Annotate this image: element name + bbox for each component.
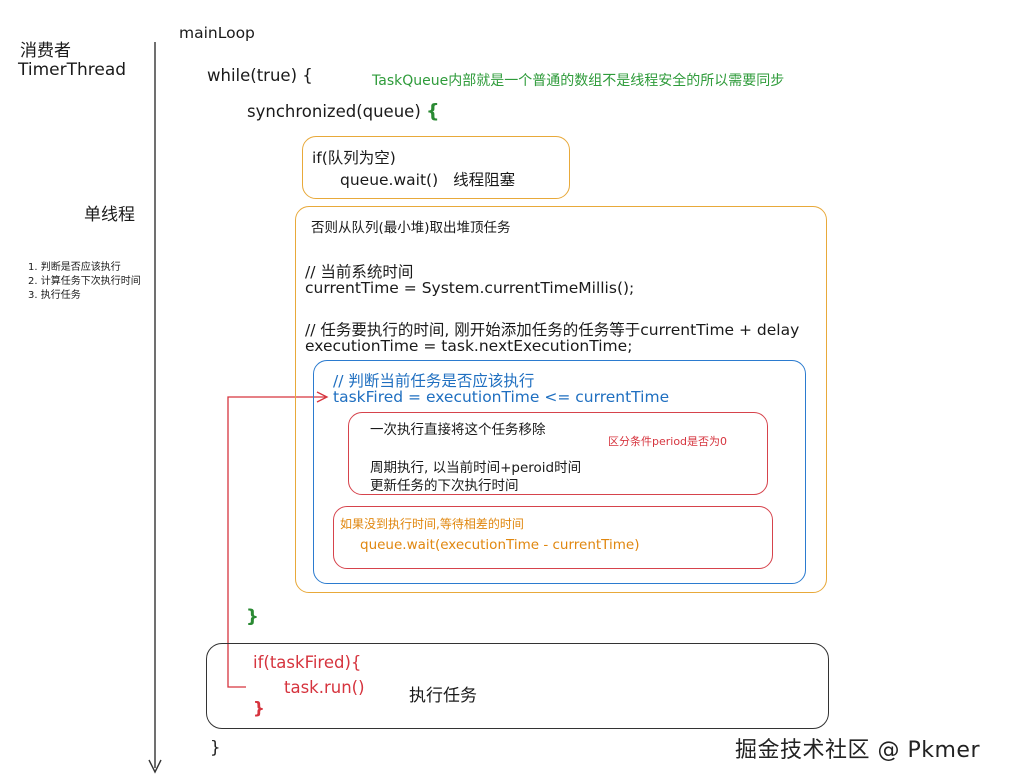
exec-time-line: executionTime = task.nextExecutionTime; [305, 337, 633, 355]
synchronized-text: synchronized(queue) [247, 102, 421, 121]
once-remove-line: 一次执行直接将这个任务移除 [370, 422, 546, 438]
synchronized-line: synchronized(queue) { [247, 100, 440, 122]
comment-current-time: // 当前系统时间 [305, 263, 414, 281]
close-while-brace: } [210, 738, 221, 757]
single-thread-label: 单线程 [84, 205, 135, 225]
period-branch-box [348, 412, 768, 495]
while-line: while(true) { [207, 66, 313, 85]
fire-check-box [313, 360, 806, 584]
step-1: 1. 判断是否应该执行 [28, 262, 121, 273]
periodic-line-2: 更新任务的下次执行时间 [370, 478, 519, 494]
task-fired-line: taskFired = executionTime <= currentTime [333, 388, 670, 406]
if-fired-line: if(taskFired){ [253, 653, 362, 672]
task-run-note: 执行任务 [409, 686, 477, 706]
watermark: 掘金技术社区 @ Pkmer [735, 738, 981, 763]
period-condition-note: 区分条件period是否为0 [608, 435, 728, 448]
wait-diff-line: queue.wait(executionTime - currentTime) [360, 537, 640, 553]
periodic-line-1: 周期执行, 以当前时间+peroid时间 [370, 460, 582, 476]
main-loop-label: mainLoop [179, 24, 255, 42]
if-empty-line: if(队列为空) [312, 149, 396, 167]
else-branch-box [295, 206, 827, 593]
else-take-line: 否则从队列(最小堆)取出堆顶任务 [311, 220, 511, 236]
top-note: TaskQueue内部就是一个普通的数组不是线程安全的所以需要同步 [372, 73, 785, 89]
comment-fire-check: // 判断当前任务是否应该执行 [333, 372, 535, 390]
synchronized-brace: { [426, 100, 440, 122]
close-if-brace: } [253, 699, 265, 718]
queue-wait-note: 线程阻塞 [453, 171, 516, 189]
queue-wait-code: queue.wait() [340, 171, 439, 189]
step-2: 2. 计算任务下次执行时间 [28, 276, 141, 287]
close-synchronized-brace: } [246, 606, 259, 627]
not-yet-note: 如果没到执行时间,等待相差的时间 [340, 517, 524, 531]
timeline-arrowhead [148, 759, 162, 774]
task-run-line: task.run() [284, 678, 365, 697]
loop-back-arrow [227, 396, 326, 688]
thread-name-label: TimerThread [18, 60, 127, 80]
step-3: 3. 执行任务 [28, 290, 81, 301]
current-time-line: currentTime = System.currentTimeMillis()… [305, 279, 635, 297]
queue-wait-line: queue.wait() 线程阻塞 [340, 168, 515, 190]
wait-branch-box [333, 506, 773, 569]
empty-queue-box [302, 136, 570, 199]
comment-exec-time: // 任务要执行的时间, 刚开始添加任务的任务等于currentTime + d… [305, 321, 800, 339]
run-task-box [206, 643, 829, 729]
consumer-label: 消费者 [20, 41, 71, 61]
loop-back-arrowhead [316, 391, 329, 403]
steps-list: 1. 判断是否应该执行 2. 计算任务下次执行时间 3. 执行任务 [28, 261, 141, 303]
